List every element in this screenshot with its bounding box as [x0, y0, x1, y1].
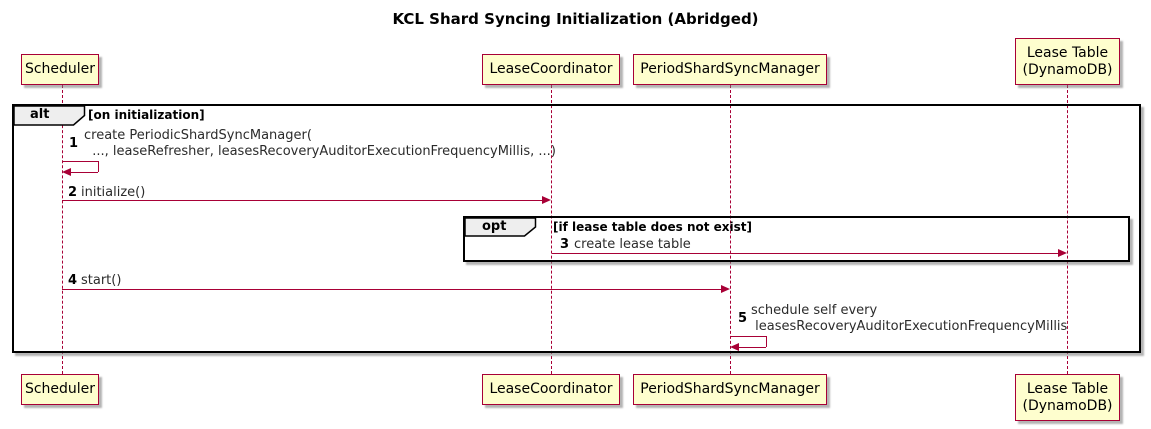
message-3-number: 3 [560, 237, 570, 252]
message-2-arrowhead [542, 196, 551, 204]
lifeline-periodshardsyncmanager [730, 85, 731, 374]
message-2-line [62, 200, 543, 201]
diagram-title: KCL Shard Syncing Initialization (Abridg… [392, 10, 759, 28]
alt-frame-label: alt [30, 107, 50, 122]
message-1-loop-bottom [70, 172, 98, 173]
message-2-text: initialize() [81, 185, 146, 200]
message-4-text: start() [81, 273, 122, 288]
lifeline-leasecoordinator [551, 85, 552, 374]
opt-frame [463, 216, 1130, 262]
participant-periodshardsyncmanager-bottom: PeriodShardSyncManager [633, 374, 827, 405]
message-1-loop-right [98, 161, 99, 172]
message-5-loop-bottom [738, 347, 766, 348]
message-3-text: create lease table [574, 237, 691, 252]
message-1-loop-top [62, 161, 98, 162]
participant-leasecoordinator-bottom: LeaseCoordinator [482, 374, 620, 405]
message-5-loop-top [730, 336, 766, 337]
message-5-loop-right [766, 336, 767, 347]
alt-frame-guard: [on initialization] [88, 108, 205, 122]
participant-periodshardsyncmanager-top: PeriodShardSyncManager [633, 54, 827, 85]
participant-scheduler-top: Scheduler [21, 54, 99, 85]
participant-leasetable-bottom: Lease Table (DynamoDB) [1015, 374, 1120, 421]
lifeline-leasetable [1067, 85, 1068, 374]
lifeline-scheduler [62, 85, 63, 374]
message-2-number: 2 [68, 185, 78, 200]
alt-frame [12, 104, 1141, 353]
message-5-text: schedule self every leasesRecoveryAudito… [751, 303, 1068, 334]
opt-frame-label: opt [482, 219, 507, 234]
message-4-number: 4 [68, 273, 78, 288]
message-1-number: 1 [69, 136, 79, 151]
participant-scheduler-bottom: Scheduler [21, 374, 99, 405]
participant-leasecoordinator-top: LeaseCoordinator [482, 54, 620, 85]
alt-frame-pentagon [14, 106, 86, 126]
message-5-number: 5 [738, 311, 748, 326]
message-4-line [62, 289, 721, 290]
message-1-text: create PeriodicShardSyncManager( ..., le… [84, 128, 556, 159]
participant-leasetable-top: Lease Table (DynamoDB) [1015, 38, 1120, 85]
message-3-arrowhead [1058, 249, 1067, 257]
message-3-line [552, 253, 1058, 254]
opt-frame-pentagon [465, 218, 537, 237]
message-5-arrowhead [730, 343, 739, 351]
message-4-arrowhead [721, 285, 730, 293]
message-1-arrowhead [62, 168, 71, 176]
opt-frame-guard: [if lease table does not exist] [553, 220, 753, 234]
